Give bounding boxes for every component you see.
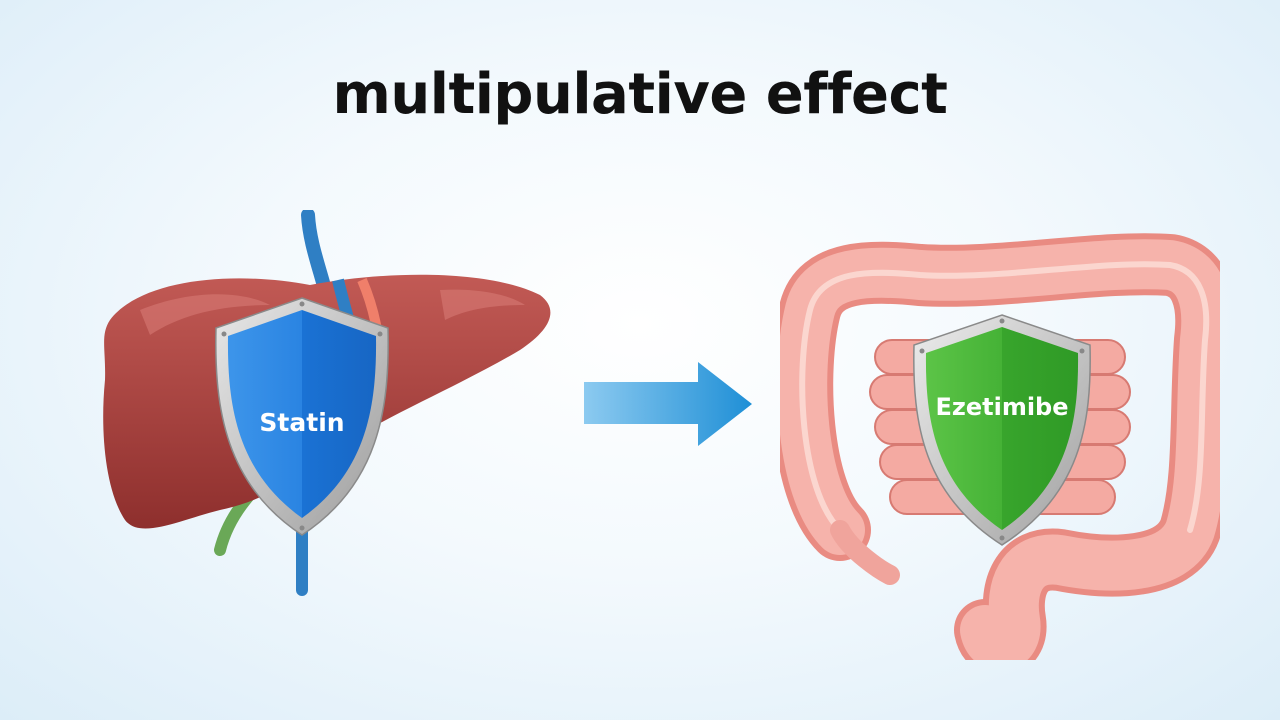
arrow-right-icon (582, 360, 754, 450)
page-title: multipulative effect (332, 62, 948, 127)
liver-illustration: Statin (70, 210, 570, 610)
ezetimibe-label: Ezetimibe (935, 393, 1069, 421)
statin-label: Statin (259, 408, 345, 437)
ezetimibe-shield-icon (913, 314, 1091, 546)
statin-shield-icon (215, 297, 389, 536)
intestines-illustration: Ezetimibe (780, 230, 1220, 660)
